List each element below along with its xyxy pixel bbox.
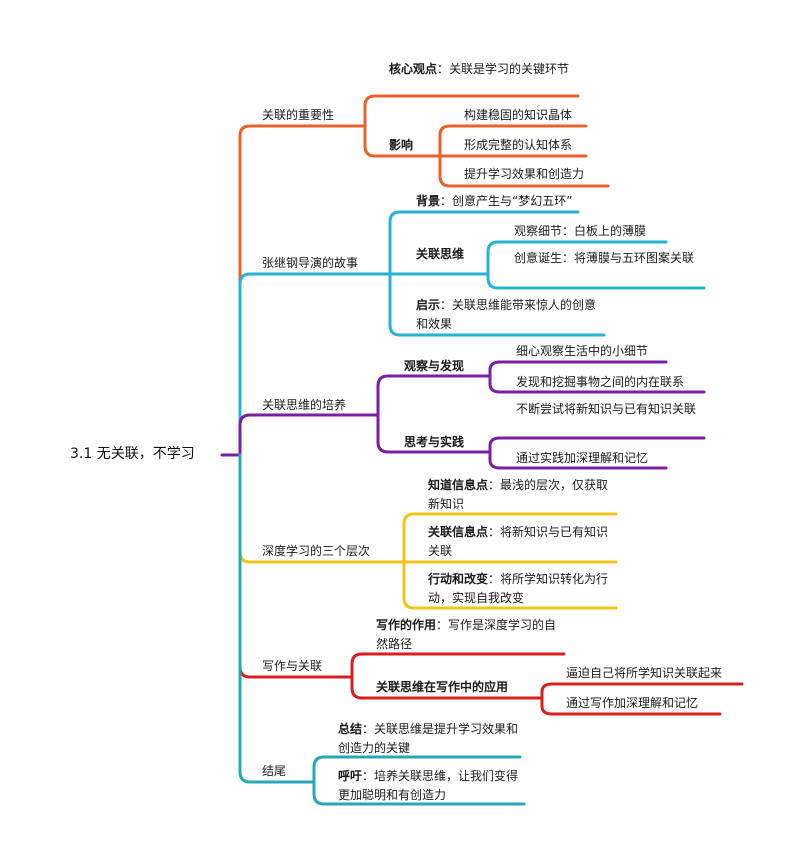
connector-b3-prac-1	[488, 436, 706, 454]
node-observe-discover: 观察与发现	[404, 359, 465, 373]
node-observe-detail: 观察细节：白板上的薄膜	[514, 224, 647, 238]
connector-b1	[238, 124, 367, 457]
connector-b5-app-1	[540, 682, 744, 700]
connector-b6	[238, 453, 316, 784]
node-level-2-key: 关联信息点	[428, 525, 489, 539]
connector-b6-sum	[312, 755, 522, 784]
node-practice-item-1: 不断尝试将新知识与已有知识关联	[516, 402, 697, 416]
node-level-3: 行动和改变：将所学知识转化为行动，实现自我改变	[428, 570, 618, 608]
branch-cultivate-label: 关联思维的培养	[262, 398, 347, 412]
node-impact: 影响	[389, 138, 414, 152]
connector-b1-core	[363, 94, 580, 128]
node-inspiration-key: 启示	[416, 298, 441, 312]
connector-b3-obs-2	[488, 374, 706, 394]
connector-b5-role	[350, 652, 566, 679]
node-practice-item-2: 通过实践加深理解和记忆	[516, 451, 649, 465]
node-background-key: 背景	[416, 194, 441, 208]
connector-b6-call	[312, 780, 526, 806]
connector-b2-insp	[388, 272, 606, 337]
node-inspiration: 启示：关联思维能带来惊人的创意和效果	[416, 296, 606, 334]
connector-b5-app	[350, 675, 544, 700]
node-level-2: 关联信息点：将新知识与已有知识关联	[428, 523, 618, 561]
connector-b2-think-1	[486, 240, 668, 276]
connector-b3	[238, 413, 380, 457]
node-core-view-key: 核心观点	[389, 62, 438, 76]
branch-writing-label: 写作与关联	[262, 659, 323, 673]
node-level-3-value: ：将所学知识转化为行动，实现自我改变	[428, 572, 609, 605]
node-writing-application: 关联思维在写作中的应用	[376, 680, 509, 694]
node-impact-item-2: 形成完整的认知体系	[464, 138, 573, 152]
connector-b2-think-2	[486, 272, 706, 290]
node-impact-item-1: 构建稳固的知识晶体	[464, 108, 573, 122]
connector-b1-impact	[363, 124, 442, 158]
node-idea-born: 创意诞生：将薄膜与五环图案关联	[514, 251, 695, 265]
node-call-key: 呼吁	[338, 769, 363, 783]
node-level-1-value: ：最浅的层次，仅获取新知识	[428, 478, 609, 511]
node-writing-role: 写作的作用：写作是深度学习的自然路径	[376, 616, 564, 654]
connector-b4-l3	[402, 560, 618, 610]
node-writing-role-value: ：写作是深度学习的自然路径	[376, 618, 557, 651]
node-writing-app-item-2: 通过写作加深理解和记忆	[566, 696, 699, 710]
node-observe-item-1: 细心观察生活中的小细节	[516, 344, 649, 358]
root-topic: 3.1 无关联，不学习	[70, 446, 195, 462]
node-observe-item-2: 发现和挖掘事物之间的内在联系	[516, 375, 685, 389]
node-summary-key: 总结	[338, 722, 363, 736]
node-writing-app-item-1: 逼迫自己将所学知识关联起来	[566, 666, 723, 680]
node-core-view-value: ：关联是学习的关键环节	[437, 62, 570, 76]
connector-b1-impact-1	[438, 124, 588, 158]
node-background: 背景：创意产生与“梦幻五环”	[416, 192, 572, 211]
connector-b4-l1	[402, 512, 618, 564]
connector-b1-impact-3	[438, 154, 610, 188]
connector-b3-prac	[376, 413, 492, 454]
node-summary-value: ：关联思维是提升学习效果和创造力的关键	[338, 722, 519, 755]
connector-b5-app-2	[540, 696, 722, 716]
connector-b3-prac-2	[488, 450, 668, 470]
node-call-value: ：培养关联思维，让我们变得更加聪明和有创造力	[338, 769, 519, 802]
node-call: 呼吁：培养关联思维，让我们变得更加聪明和有创造力	[338, 767, 524, 805]
connector-b2-bg	[388, 210, 580, 276]
connector-b2	[238, 272, 392, 457]
branch-ending-label: 结尾	[262, 764, 287, 778]
node-level-1-key: 知道信息点	[428, 478, 489, 492]
connector-b3-obs-1	[488, 360, 668, 378]
branch-depth-label: 深度学习的三个层次	[262, 544, 371, 558]
branch-story-label: 张继钢导演的故事	[262, 256, 359, 270]
node-think-practice: 思考与实践	[404, 435, 465, 449]
connector-b3-obs	[376, 374, 492, 417]
node-inspiration-value: ：关联思维能带来惊人的创意和效果	[416, 298, 597, 331]
connector-b5	[238, 453, 354, 679]
node-summary: 总结：关联思维是提升学习效果和创造力的关键	[338, 720, 520, 758]
node-background-value: ：创意产生与“梦幻五环”	[440, 194, 573, 208]
node-association-thinking: 关联思维	[416, 247, 465, 261]
node-core-view: 核心观点：关联是学习的关键环节	[389, 60, 579, 79]
node-level-2-value: ：将新知识与已有知识关联	[428, 525, 609, 558]
node-level-1: 知道信息点：最浅的层次，仅获取新知识	[428, 476, 618, 514]
branch-importance-label: 关联的重要性	[262, 108, 335, 122]
node-level-3-key: 行动和改变	[428, 572, 489, 586]
node-writing-role-key: 写作的作用	[376, 618, 437, 632]
node-impact-item-3: 提升学习效果和创造力	[464, 167, 585, 181]
